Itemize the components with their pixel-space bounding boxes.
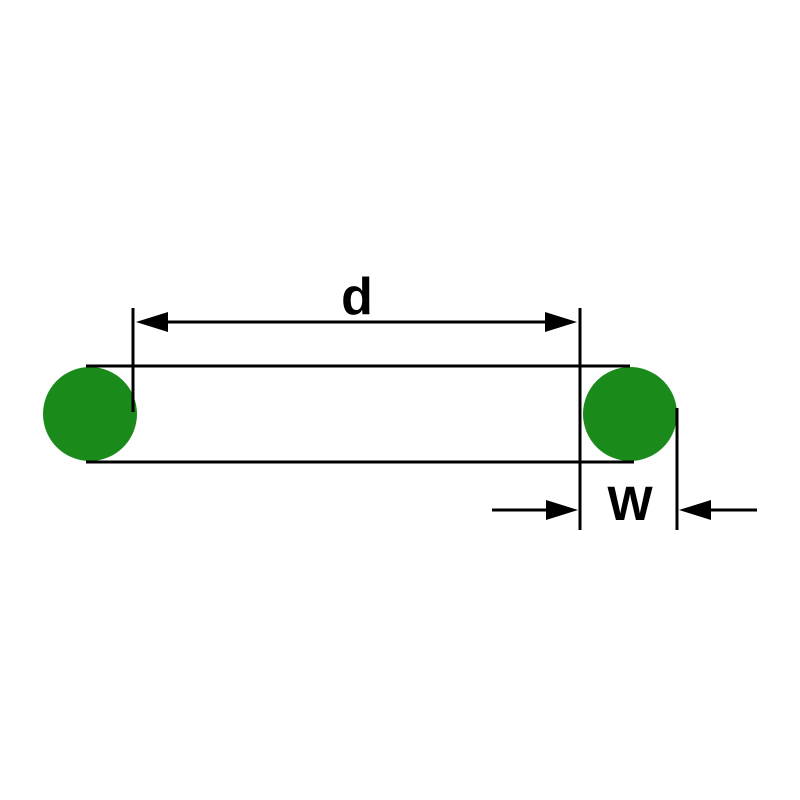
dimension-w-arrowhead-left — [546, 500, 578, 520]
dimension-w-arrowhead-right — [679, 500, 711, 520]
oring-right-cross-section — [583, 367, 677, 461]
dimension-d-arrowhead-right — [545, 312, 577, 332]
oring-left-cross-section — [43, 367, 137, 461]
dimension-d-arrowhead-left — [136, 312, 168, 332]
dimension-d-label: d — [341, 268, 373, 326]
dimension-w-label: W — [607, 478, 653, 531]
